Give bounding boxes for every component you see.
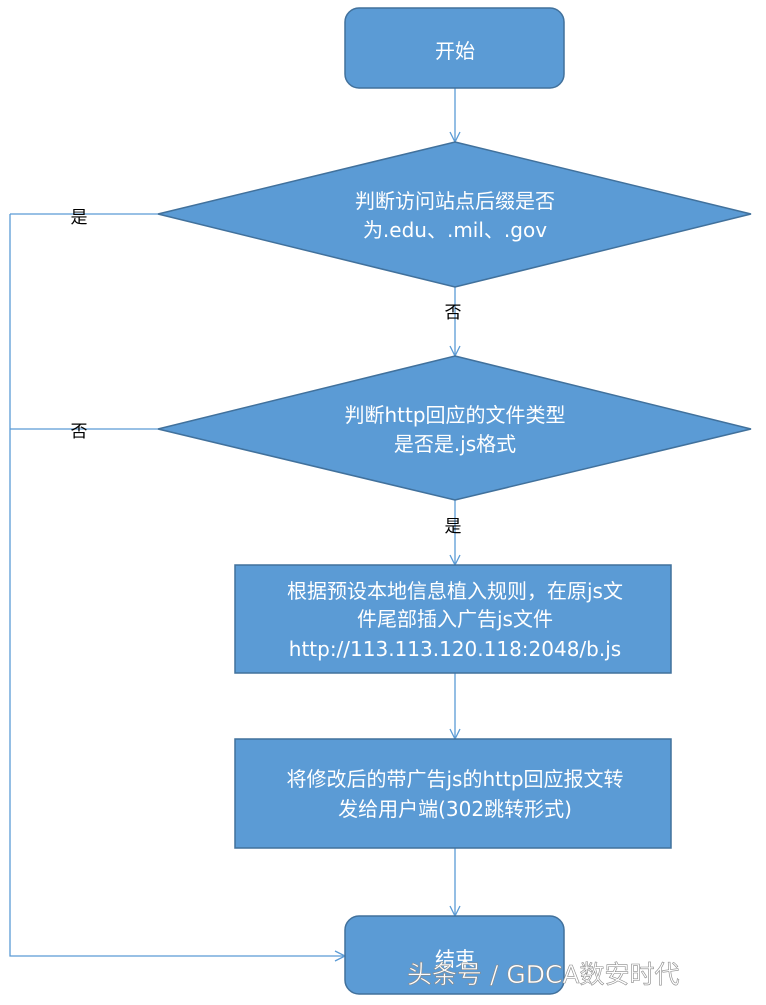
process1-node-shape <box>234 564 672 674</box>
process2-label-line-2: 发给用户端(302跳转形式) <box>338 797 572 821</box>
end-node-label: 结束 <box>435 947 475 971</box>
edge-label-decision1-yes: 是 <box>71 208 88 228</box>
decision2-node-shape <box>157 355 752 501</box>
watermark: 头条号 / GDCA数安时代 <box>407 960 680 989</box>
process2-node-shape <box>234 738 672 849</box>
decision2-node: 判断http回应的文件类型 是否是.js格式 <box>157 355 752 501</box>
start-node-shape <box>344 7 565 89</box>
end-node-shape <box>344 915 565 995</box>
decision1-node-shape <box>157 141 752 288</box>
decision1-label-line-1: 判断访问站点后缀是否 <box>355 189 555 213</box>
start-node-label: 开始 <box>435 39 475 63</box>
start-node: 开始 <box>344 7 565 89</box>
process1-label-line-1: 根据预设本地信息植入规则，在原js文 <box>287 579 623 603</box>
end-node: 结束 <box>344 915 565 995</box>
process2-label-line-1: 将修改后的带广告js的http回应报文转 <box>286 767 623 791</box>
edge-label-decision1-no: 否 <box>445 303 462 323</box>
process1-label-line-3: http://113.113.120.118:2048/b.js <box>289 637 621 661</box>
decision2-label-line-2: 是否是.js格式 <box>394 432 516 456</box>
process1-label-line-2: 件尾部插入广告js文件 <box>357 607 553 631</box>
arrow-left-bus-to-end <box>9 214 345 956</box>
connectors <box>9 88 455 956</box>
process2-node: 将修改后的带广告js的http回应报文转 发给用户端(302跳转形式) <box>234 738 672 849</box>
edge-label-decision2-yes: 是 <box>445 517 462 537</box>
decision2-label-line-1: 判断http回应的文件类型 <box>344 403 565 427</box>
decision1-node: 判断访问站点后缀是否 为.edu、.mil、.gov <box>157 141 752 288</box>
edge-label-decision2-no: 否 <box>71 422 88 442</box>
decision1-label-line-2: 为.edu、.mil、.gov <box>363 218 547 242</box>
process1-node: 根据预设本地信息植入规则，在原js文 件尾部插入广告js文件 http://11… <box>234 564 672 674</box>
